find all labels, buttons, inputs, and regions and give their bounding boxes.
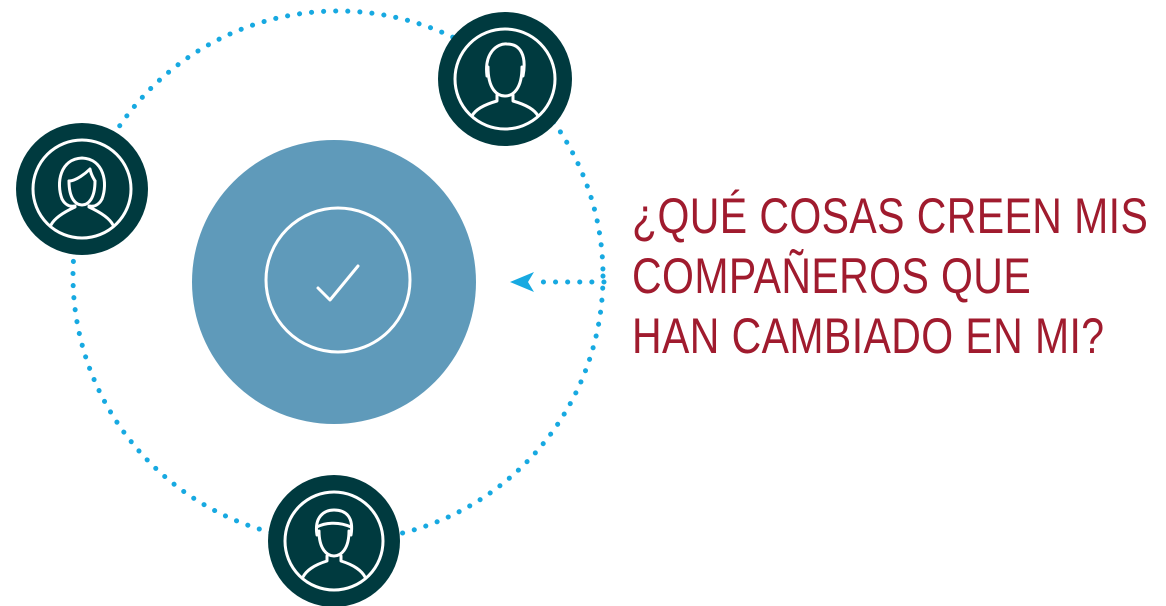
person-node-left [16, 123, 148, 255]
arrow-left-icon [510, 272, 607, 292]
checkmark-icon [316, 264, 360, 302]
question-line-2: COMPAÑEROS QUE [632, 248, 1032, 304]
person-node-top-right [438, 12, 572, 146]
question-line-1: ¿QUÉ COSAS CREEN MIS [632, 188, 1149, 244]
man-avatar-icon [470, 42, 540, 118]
man-avatar-icon [301, 508, 367, 579]
woman-avatar-icon [49, 156, 115, 227]
question-heading: ¿QUÉ COSAS CREEN MIS COMPAÑEROS QUE HAN … [632, 186, 1149, 366]
dotted-orbit-ring [70, 8, 606, 544]
center-check-node [192, 140, 476, 424]
question-line-3: HAN CAMBIADO EN MI? [632, 308, 1105, 364]
person-node-bottom [268, 475, 400, 606]
